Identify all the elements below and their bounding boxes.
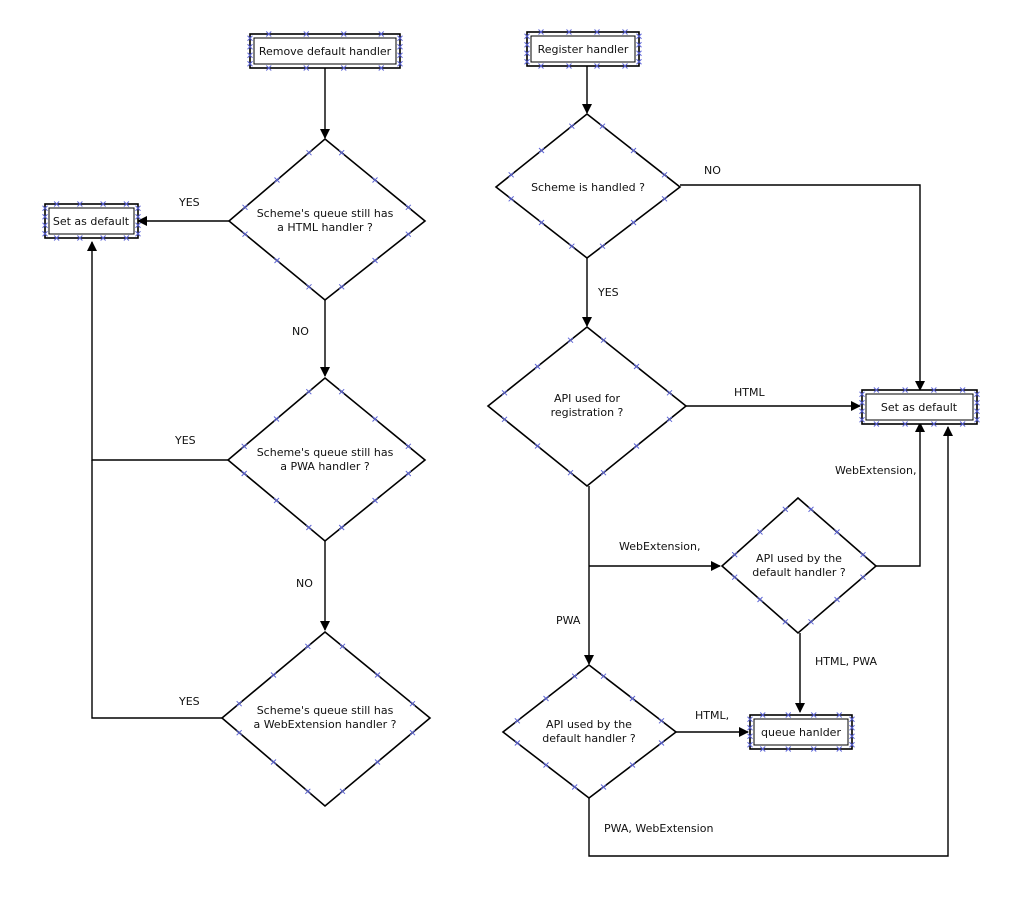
node-remove-default-handler: Remove default handler xyxy=(249,33,401,69)
node-label: queue hanlder xyxy=(761,726,841,739)
node-label: Register handler xyxy=(538,43,629,56)
edge-scheme-no xyxy=(680,184,925,391)
decision-label-line1: API used for xyxy=(554,392,620,405)
node-set-as-default-right: Set as default xyxy=(861,389,978,425)
connector-handles xyxy=(42,29,980,795)
edge-label-yes-scheme: YES xyxy=(597,286,619,299)
decision-label-line2: a HTML handler ? xyxy=(277,221,373,234)
decision-label-line2: default handler ? xyxy=(752,566,846,579)
decision-label-line1: Scheme's queue still has xyxy=(257,207,394,220)
decision-label-line2: registration ? xyxy=(551,406,624,419)
decision-label-line2: a PWA handler ? xyxy=(280,460,370,473)
edge-q-webext-yes xyxy=(91,460,222,719)
right-flow-edges xyxy=(582,66,953,857)
decision-api-default-lower: API used by the default handler ? xyxy=(501,663,678,800)
node-set-as-default-left: Set as default xyxy=(44,203,139,239)
edge-q-pwa-yes xyxy=(87,241,228,461)
edge-label-no-html: NO xyxy=(292,325,309,338)
decision-api-registration: API used for registration ? xyxy=(486,325,688,488)
edge-upper-webext xyxy=(876,422,925,567)
edge-label-html-pwa-upper: HTML, PWA xyxy=(815,655,878,668)
decision-label-line1: API used by the xyxy=(756,552,842,565)
edge-lower-pwa-webext xyxy=(588,426,953,857)
decision-label-line1: Scheme's queue still has xyxy=(257,704,394,717)
edge-label-html-lower: HTML, xyxy=(695,709,729,722)
decision-label-line2: a WebExtension handler ? xyxy=(253,718,396,731)
edge-label-yes-html: YES xyxy=(178,196,200,209)
node-label: Set as default xyxy=(881,401,958,414)
decision-queue-html: Scheme's queue still has a HTML handler … xyxy=(227,137,427,302)
decision-api-default-upper: API used by the default handler ? xyxy=(720,496,878,635)
node-register-handler: Register handler xyxy=(526,31,640,67)
left-flow-edges xyxy=(87,68,330,719)
edge-label-webext-registration: WebExtension, xyxy=(619,540,700,553)
decision-queue-webextension: Scheme's queue still has a WebExtension … xyxy=(220,630,432,808)
edge-label-no-scheme: NO xyxy=(704,164,721,177)
node-queue-handler: queue hanlder xyxy=(749,714,853,750)
edge-label-html-registration: HTML xyxy=(734,386,765,399)
edge-label-webext-upper: WebExtension, xyxy=(835,464,916,477)
edge-label-pwa-registration: PWA xyxy=(556,614,581,627)
edge-label-yes-webext: YES xyxy=(178,695,200,708)
decision-label-line2: default handler ? xyxy=(542,732,636,745)
decision-label-line1: API used by the xyxy=(546,718,632,731)
edge-label-pwa-webext-lower: PWA, WebExtension xyxy=(604,822,713,835)
decision-label-line1: Scheme's queue still has xyxy=(257,446,394,459)
decision-queue-pwa: Scheme's queue still has a PWA handler ? xyxy=(226,376,427,543)
edge-label-no-pwa: NO xyxy=(296,577,313,590)
edge-labels: YES NO YES NO YES NO YES HTML WebExtensi… xyxy=(174,164,916,835)
edge-label-yes-pwa: YES xyxy=(174,434,196,447)
decision-scheme-handled: Scheme is handled ? xyxy=(494,112,682,260)
node-label: Set as default xyxy=(53,215,130,228)
node-label: Remove default handler xyxy=(259,45,392,58)
decision-label: Scheme is handled ? xyxy=(531,181,645,194)
